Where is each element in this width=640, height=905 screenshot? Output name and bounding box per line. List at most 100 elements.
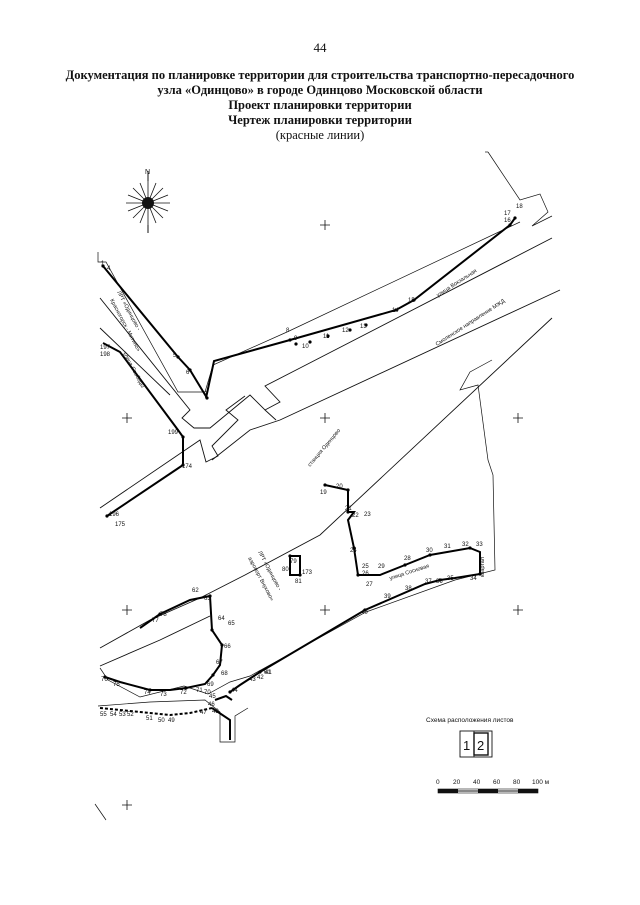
point-label: 36 xyxy=(436,579,443,585)
point-label: 8 xyxy=(286,328,290,334)
project-title: Проект планировки территории xyxy=(228,98,412,112)
point-label: 199 xyxy=(168,430,179,436)
drawing-subtitle: (красные линии) xyxy=(275,128,365,142)
point-label: 29 xyxy=(378,564,385,570)
point-label: 40 xyxy=(361,610,368,616)
point-dots xyxy=(101,216,517,694)
point-label: 78 xyxy=(160,612,167,618)
street-label-station: станция Одинцово xyxy=(307,428,342,468)
point-label: 76 xyxy=(101,677,108,683)
roads xyxy=(99,237,561,667)
point-label: 174 xyxy=(182,464,193,470)
document-header: Документация по планировке территории дл… xyxy=(40,68,600,143)
page-number: 44 xyxy=(313,40,327,55)
point-label: 32 xyxy=(462,542,469,548)
scale-ticks: 0 20 40 60 80 100 м xyxy=(436,779,550,786)
point-label: 51 xyxy=(146,716,153,722)
street-label-vokzalnaya: улица Вокзальная xyxy=(436,268,478,298)
point-label: 4 xyxy=(107,266,111,272)
point-label: 63 xyxy=(204,596,211,602)
point-label: 31 xyxy=(444,544,451,550)
territory-boundary xyxy=(94,151,553,821)
sheet-2-label: 2 xyxy=(477,738,484,753)
point-label: 48 xyxy=(212,709,219,715)
point-label: 37 xyxy=(425,579,432,585)
point-label: 9 xyxy=(294,336,298,342)
point-label: 197 xyxy=(100,345,111,351)
street-label-kvartal: квартал xyxy=(480,557,486,577)
point-label: 20 xyxy=(336,484,343,490)
point-label: 44 xyxy=(231,688,238,694)
point-label: 18 xyxy=(516,204,523,210)
point-label: 69 xyxy=(207,682,214,688)
point-label: 42 xyxy=(257,675,264,681)
point-label: 81 xyxy=(295,579,302,585)
point-label: 72 xyxy=(180,690,187,696)
point-label: 14 xyxy=(392,308,399,314)
point-label: 45 xyxy=(209,694,216,700)
scale-tick: 100 м xyxy=(532,779,550,786)
point-label: 15 xyxy=(408,298,415,304)
point-label: 47 xyxy=(200,710,207,716)
point-label: 22 xyxy=(352,513,359,519)
point-label: 26 xyxy=(362,571,369,577)
point-label: 13 xyxy=(360,324,367,330)
point-label: 10 xyxy=(302,344,309,350)
point-label: 24 xyxy=(350,548,357,554)
point-label: 38 xyxy=(405,586,412,592)
scale-bar xyxy=(437,788,539,794)
scale-tick: 40 xyxy=(473,779,481,786)
title-line-1: Документация по планировке территории дл… xyxy=(65,68,575,82)
point-label: 52 xyxy=(127,712,134,718)
point-label: 70 xyxy=(204,690,211,696)
point-label: 23 xyxy=(364,512,371,518)
point-label: 1 xyxy=(101,261,105,267)
point-label: 39 xyxy=(384,594,391,600)
point-label: 12 xyxy=(342,328,349,334)
point-label: 75 xyxy=(113,682,120,688)
street-label-smolensk: Смоленское направление МЖД xyxy=(435,298,507,347)
point-label: 61 xyxy=(264,670,271,676)
grid-crosses xyxy=(122,220,523,810)
point-label: 27 xyxy=(366,582,373,588)
point-labels: 1 4 5 6 7 8 9 10 11 12 13 14 15 16 17 18… xyxy=(100,204,523,724)
point-label: 30 xyxy=(426,548,433,554)
street-label-svobody: улица Свободы xyxy=(121,351,145,389)
scale-tick: 0 xyxy=(436,779,440,786)
point-label: 41 xyxy=(265,670,272,676)
point-label: 196 xyxy=(109,512,120,518)
compass-north-label: N xyxy=(145,169,150,176)
point-label: 64 xyxy=(218,616,225,622)
point-label: 21 xyxy=(345,506,352,512)
drawing-title: Чертеж планировки территории xyxy=(228,113,412,127)
sheet-1-label: 1 xyxy=(463,738,470,753)
point-label: 54 xyxy=(110,712,117,718)
point-label: 16 xyxy=(504,218,511,224)
scale-tick: 80 xyxy=(513,779,521,786)
compass-rose-icon xyxy=(126,171,170,233)
point-label: 49 xyxy=(168,718,175,724)
point-label: 33 xyxy=(476,542,483,548)
point-label: 77 xyxy=(152,618,159,624)
point-label: 73 xyxy=(160,692,167,698)
red-lines xyxy=(99,217,516,740)
point-label: 80 xyxy=(282,567,289,573)
point-label: 55 xyxy=(100,712,107,718)
point-label: 68 xyxy=(221,671,228,677)
street-label-skhodnya: улица Сосновая xyxy=(389,563,430,582)
title-line-2: узла «Одинцово» в городе Одинцово Москов… xyxy=(157,83,483,97)
point-label: 71 xyxy=(196,688,203,694)
sheet-scheme xyxy=(459,730,493,758)
point-label: 53 xyxy=(119,712,126,718)
point-label: 34 xyxy=(470,576,477,582)
point-label: 67 xyxy=(216,660,223,666)
point-label: 7 xyxy=(204,392,208,398)
scheme-label: Схема расположения листов xyxy=(426,717,514,724)
scale-tick: 60 xyxy=(493,779,501,786)
point-label: 175 xyxy=(115,522,126,528)
point-label: 74 xyxy=(144,690,151,696)
point-label: 43 xyxy=(249,677,256,683)
point-label: 35 xyxy=(447,576,454,582)
point-label: 50 xyxy=(158,718,165,724)
